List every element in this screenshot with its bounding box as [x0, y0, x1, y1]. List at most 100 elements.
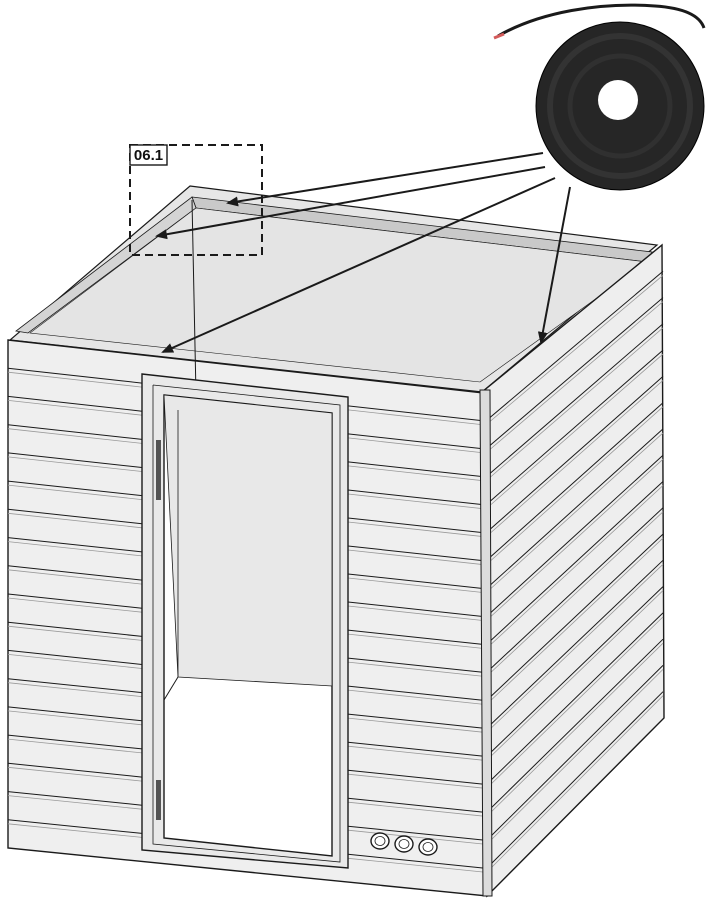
siding-shadow — [486, 353, 664, 509]
vent-hole-icon — [370, 832, 390, 850]
siding-shadow — [7, 428, 143, 444]
siding-shadow — [7, 766, 143, 782]
siding-shadow — [486, 458, 664, 621]
siding-line — [7, 367, 143, 384]
siding-shadow — [347, 577, 485, 593]
siding-line — [347, 601, 485, 618]
siding-shadow — [347, 745, 485, 761]
siding-shadow — [347, 549, 485, 566]
siding-line — [347, 461, 485, 478]
interior-back-wall — [163, 394, 333, 687]
siding-line — [486, 481, 664, 645]
siding-line — [486, 559, 664, 729]
siding-line — [486, 691, 664, 869]
tape-wire — [497, 3, 706, 38]
siding-line — [347, 741, 485, 757]
siding-line — [486, 612, 664, 785]
siding-shadow — [347, 689, 485, 705]
siding-line — [7, 480, 143, 497]
siding-shadow — [486, 406, 664, 565]
siding-line — [7, 791, 143, 806]
siding-shadow — [486, 590, 664, 761]
arrow-front-top-edge — [161, 177, 556, 353]
top-frame-left — [15, 196, 197, 334]
siding-line — [347, 825, 485, 841]
siding-line — [347, 685, 485, 701]
siding-shadow — [7, 456, 143, 472]
tape-roll-core — [598, 80, 638, 120]
siding-line — [486, 376, 664, 533]
siding-line — [7, 678, 143, 694]
vent-hole-icon — [394, 835, 414, 853]
siding-shadow — [486, 274, 664, 425]
siding-line — [7, 819, 143, 834]
siding-shadow — [347, 661, 485, 677]
tape-roll-texture — [547, 33, 693, 179]
detail-callout-box: 06.1 — [129, 144, 263, 256]
siding-line — [7, 593, 143, 609]
callout-arrows — [155, 152, 571, 353]
siding-shadow — [7, 541, 143, 557]
door-hinge-top — [156, 440, 161, 500]
siding-line — [7, 565, 143, 581]
back-wall-inner — [29, 207, 648, 383]
front-wall-slats — [7, 367, 485, 873]
siding-shadow — [486, 564, 664, 733]
siding-line — [486, 454, 664, 617]
siding-line — [347, 853, 485, 869]
siding-line — [486, 638, 664, 813]
siding-line — [7, 706, 143, 722]
siding-shadow — [486, 642, 664, 817]
siding-shadow — [7, 654, 143, 669]
siding-line — [486, 665, 664, 841]
siding-shadow — [486, 537, 664, 705]
siding-shadow — [347, 633, 485, 649]
siding-line — [7, 537, 143, 553]
siding-line — [347, 433, 485, 450]
right-wall-slats — [486, 270, 664, 873]
siding-shadow — [347, 857, 485, 873]
siding-shadow — [347, 801, 485, 817]
siding-line — [347, 489, 485, 506]
vent-holes — [370, 832, 438, 856]
siding-shadow — [347, 521, 485, 538]
siding-shadow — [347, 829, 485, 845]
siding-shadow — [486, 616, 664, 789]
step-label: 06.1 — [134, 147, 163, 164]
siding-line — [347, 657, 485, 673]
interior-corner-line — [191, 199, 197, 396]
door-trim-inner — [152, 384, 341, 863]
siding-shadow — [486, 669, 664, 845]
siding-line — [486, 349, 664, 505]
interior-floor-edge — [163, 676, 179, 701]
foam-tape-roll-icon — [493, 3, 706, 191]
siding-shadow — [347, 409, 485, 426]
siding-shadow — [7, 597, 143, 613]
siding-line — [486, 533, 664, 701]
arrow-right-top-edge — [537, 186, 571, 344]
siding-line — [7, 762, 143, 778]
siding-line — [486, 270, 664, 421]
siding-line — [486, 428, 664, 589]
siding-shadow — [486, 380, 664, 537]
siding-shadow — [486, 432, 664, 593]
tape-roll-texture — [567, 53, 673, 159]
siding-line — [486, 297, 664, 449]
siding-shadow — [486, 511, 664, 677]
siding-shadow — [7, 400, 143, 416]
siding-shadow — [7, 371, 143, 388]
siding-shadow — [7, 738, 143, 754]
siding-shadow — [486, 327, 664, 481]
siding-shadow — [347, 437, 485, 454]
siding-shadow — [347, 465, 485, 482]
shed — [7, 185, 665, 898]
step-label-box — [129, 144, 168, 166]
siding-shadow — [7, 569, 143, 585]
siding-line — [7, 621, 143, 637]
siding-line — [7, 424, 143, 440]
siding-line — [486, 323, 664, 477]
siding-line — [486, 507, 664, 673]
siding-shadow — [7, 710, 143, 726]
